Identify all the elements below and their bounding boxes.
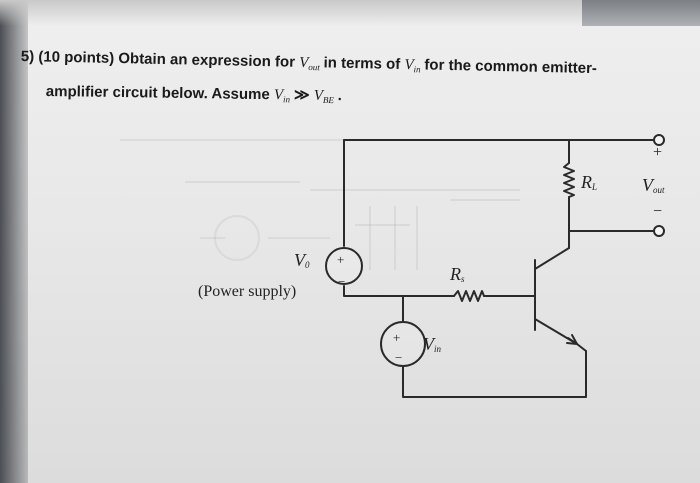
rs-resistor xyxy=(453,290,485,302)
input-source-minus-label: − xyxy=(395,350,403,365)
left-supply-wire-bottom xyxy=(343,285,404,323)
vin-label-main: V xyxy=(423,334,434,354)
vout-label-main: V xyxy=(642,175,653,195)
rs-main: R xyxy=(450,264,461,284)
vout-label: Vout xyxy=(642,175,665,196)
rl-main: R xyxy=(581,172,592,192)
output-minus-label: − xyxy=(653,203,663,220)
rl-bottom-wire xyxy=(568,196,656,232)
vin-label-sub: in xyxy=(434,344,442,354)
binder-tab xyxy=(582,0,700,26)
input-source-bottom-wire xyxy=(402,350,587,398)
transistor-emitter xyxy=(534,318,587,352)
vout-label-sub: out xyxy=(653,185,665,195)
rs-label: Rs xyxy=(450,264,465,285)
input-source-plus-label: + xyxy=(393,330,401,345)
rl-resistor xyxy=(563,162,575,198)
power-supply-voltage-main: V xyxy=(294,250,305,270)
power-supply-plus-label: + xyxy=(337,252,345,267)
rl-label: RL xyxy=(581,172,597,193)
power-supply-source xyxy=(325,247,363,285)
output-terminals xyxy=(653,134,665,237)
rl-sub: L xyxy=(592,182,598,192)
output-plus-label: + xyxy=(653,144,663,161)
power-supply-minus-label: − xyxy=(338,274,346,289)
power-supply-voltage-sub: 0 xyxy=(305,260,310,270)
emitter-arrow-head xyxy=(566,334,578,345)
rs-sub: s xyxy=(461,274,465,284)
input-voltage-source xyxy=(380,321,426,367)
power-supply-label: (Power supply) xyxy=(198,283,297,300)
page-shadow-left xyxy=(0,0,28,483)
power-supply-voltage-label: V0 xyxy=(294,250,310,271)
vin-label: Vin xyxy=(423,334,441,355)
transistor-collector xyxy=(534,247,570,270)
